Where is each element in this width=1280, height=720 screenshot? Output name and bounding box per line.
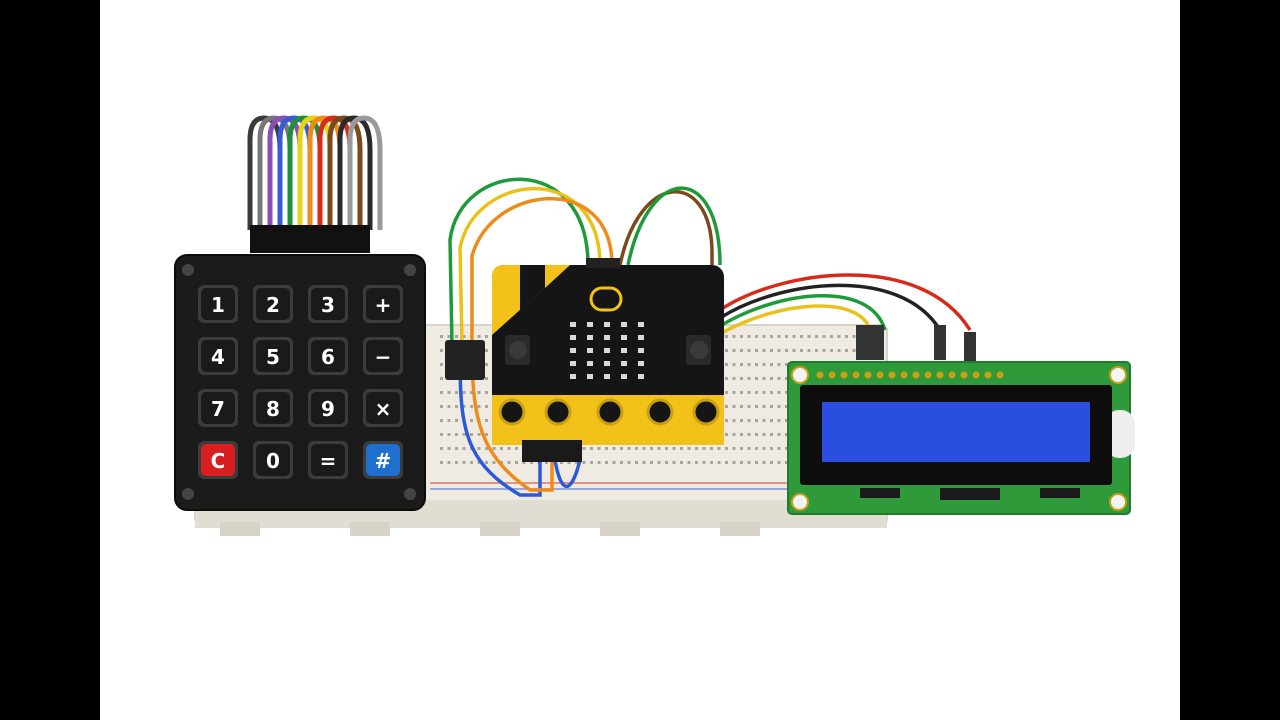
microbit-led-matrix <box>570 322 644 379</box>
keypad-key[interactable]: 4 <box>198 337 238 375</box>
keypad-key-label: 3 <box>321 293 335 317</box>
button-a-icon <box>509 341 527 359</box>
led <box>638 348 644 353</box>
keypad-screw-icon <box>182 264 194 276</box>
led <box>621 361 627 366</box>
keypad-screw-icon <box>404 264 416 276</box>
ribbon-wire <box>347 115 383 230</box>
led <box>587 374 593 379</box>
keypad-key-label: # <box>375 449 392 473</box>
keypad-key[interactable]: × <box>363 389 403 427</box>
keypad-key-label: 7 <box>211 397 225 421</box>
led <box>638 335 644 340</box>
keypad-key-label: 2 <box>266 293 280 317</box>
led <box>570 361 576 366</box>
keypad-key-label: 5 <box>266 345 280 369</box>
ribbon-wire <box>327 115 363 230</box>
led <box>604 348 610 353</box>
ribbon-wire <box>307 115 343 230</box>
keypad-key[interactable]: 5 <box>253 337 293 375</box>
led <box>570 335 576 340</box>
led <box>604 374 610 379</box>
lcd-screen <box>822 402 1090 462</box>
led <box>570 374 576 379</box>
keypad-key[interactable]: 7 <box>198 389 238 427</box>
led <box>604 361 610 366</box>
keypad-key-label: 1 <box>211 293 225 317</box>
keypad-key-label: = <box>320 449 337 473</box>
keypad-key[interactable]: + <box>363 285 403 323</box>
led <box>621 348 627 353</box>
led <box>638 322 644 327</box>
led <box>587 335 593 340</box>
keypad-key-label: 9 <box>321 397 335 421</box>
keypad-key[interactable]: 6 <box>308 337 348 375</box>
ribbon-wire <box>267 115 303 230</box>
led <box>570 322 576 327</box>
led <box>621 322 627 327</box>
keypad-key-label: 0 <box>266 449 280 473</box>
keypad-screw-icon <box>182 488 194 500</box>
microbit-logo-icon <box>589 286 623 312</box>
keypad-key[interactable]: # <box>363 441 403 479</box>
keypad-key-label: 8 <box>266 397 280 421</box>
electronics-scene: 1 2 3 +4 5 6 − 7 8 9 × C 0 = # <box>174 115 1135 536</box>
led <box>587 348 593 353</box>
led <box>587 322 593 327</box>
keypad-ribbon-cable <box>247 115 383 230</box>
keypad-key-label: 4 <box>211 345 225 369</box>
keypad: 1 2 3 +4 5 6 − 7 8 9 × C 0 = # <box>174 225 426 511</box>
led <box>570 348 576 353</box>
ribbon-wire <box>287 115 323 230</box>
keypad-key[interactable]: 3 <box>308 285 348 323</box>
microbit-board <box>492 258 724 462</box>
led <box>621 374 627 379</box>
ribbon-wire <box>337 115 373 230</box>
ribbon-wire <box>317 115 353 230</box>
keypad-key[interactable]: 8 <box>253 389 293 427</box>
keypad-key-label: − <box>375 345 392 369</box>
led <box>638 374 644 379</box>
keypad-key-label: + <box>375 293 392 317</box>
ribbon-wire <box>277 115 313 230</box>
ribbon-wire <box>257 115 293 230</box>
keypad-key-label: × <box>375 397 392 421</box>
keypad-key[interactable]: 9 <box>308 389 348 427</box>
ribbon-wire <box>247 115 283 230</box>
button-b-icon <box>690 341 708 359</box>
keypad-key[interactable]: − <box>363 337 403 375</box>
keypad-keys: 1 2 3 +4 5 6 − 7 8 9 × C 0 = # <box>198 285 403 479</box>
keypad-key-label: 6 <box>321 345 335 369</box>
keypad-key-label: C <box>211 449 226 473</box>
led <box>604 322 610 327</box>
led <box>587 361 593 366</box>
keypad-key[interactable]: 0 <box>253 441 293 479</box>
ribbon-wire <box>297 115 333 230</box>
led <box>604 335 610 340</box>
keypad-key[interactable]: C <box>198 441 238 479</box>
led <box>621 335 627 340</box>
photo: 1 2 3 +4 5 6 − 7 8 9 × C 0 = # <box>100 0 1180 720</box>
jumper-wires <box>445 177 976 497</box>
keypad-key[interactable]: 1 <box>198 285 238 323</box>
lcd-module <box>787 361 1135 515</box>
led <box>638 361 644 366</box>
keypad-key[interactable]: = <box>308 441 348 479</box>
keypad-connector <box>250 225 370 253</box>
lcd-header-pins <box>816 371 1004 379</box>
keypad-key[interactable]: 2 <box>253 285 293 323</box>
keypad-screw-icon <box>404 488 416 500</box>
